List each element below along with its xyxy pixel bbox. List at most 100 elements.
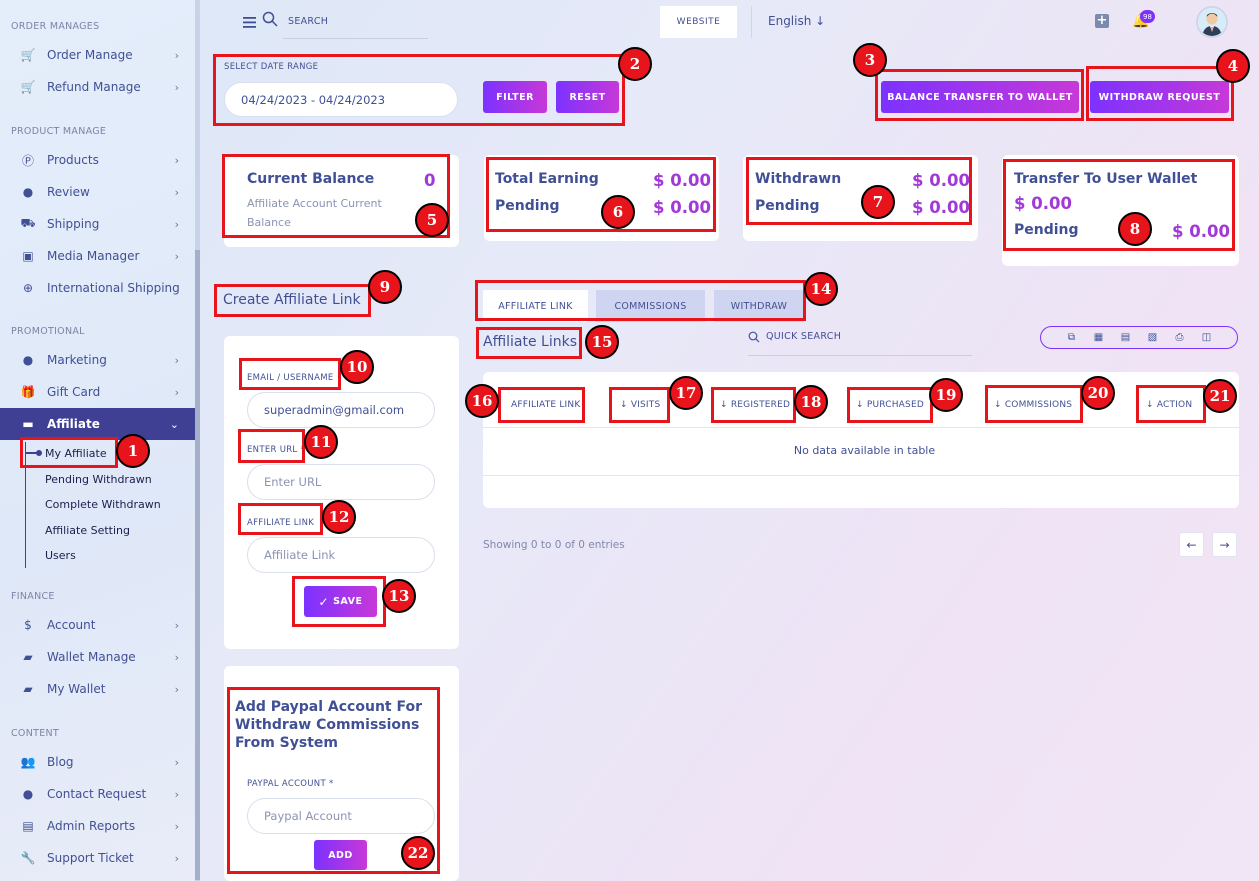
avatar[interactable]	[1196, 6, 1228, 38]
next-page-button[interactable]: →	[1212, 532, 1237, 557]
affiliate-links-table	[483, 372, 1239, 508]
reset-button[interactable]: RESET	[556, 81, 619, 113]
sidebar-item-gift-card[interactable]: 🎁Gift Card›	[0, 376, 195, 408]
sidebar-item-label: Marketing	[47, 353, 107, 367]
user-icon: ●	[22, 353, 34, 367]
print-icon[interactable]: ⎙	[1175, 332, 1184, 343]
sidebar-item-order-manage[interactable]: 🛒Order Manage›	[0, 39, 195, 71]
date-range-input[interactable]: 04/24/2023 - 04/24/2023	[224, 82, 458, 117]
chevron-right-icon: ›	[174, 353, 179, 367]
marker-3: 3	[853, 43, 887, 77]
image-icon: ▣	[22, 249, 34, 263]
transfer-pending-label: Pending	[1014, 222, 1079, 238]
col-commissions[interactable]: ↓ COMMISSIONS	[994, 400, 1072, 410]
report-icon: ▤	[22, 819, 34, 833]
copy-icon[interactable]: ⧉	[1067, 332, 1076, 343]
arrow-right-icon: →	[1219, 537, 1230, 552]
sidebar-item-label: Media Manager	[47, 249, 140, 263]
sub-item-my-affiliate[interactable]: My Affiliate	[45, 447, 107, 460]
chevron-right-icon: ›	[174, 650, 179, 664]
scrollbar-thumb[interactable]	[195, 250, 200, 880]
marker-4: 4	[1216, 49, 1250, 83]
save-button[interactable]: ✓SAVE	[304, 586, 377, 617]
search-input[interactable]: SEARCH	[288, 16, 329, 27]
sidebar-item-international-shipping[interactable]: ⊕International Shipping	[0, 272, 195, 304]
sidebar-item-marketing[interactable]: ● Marketing ›	[0, 344, 195, 376]
prev-page-button[interactable]: ←	[1179, 532, 1204, 557]
website-button[interactable]: WEBSITE	[660, 6, 737, 38]
globe-icon: ⊕	[22, 281, 34, 295]
balance-transfer-button[interactable]: BALANCE TRANSFER TO WALLET	[881, 81, 1079, 113]
withdrawn-value: $ 0.00	[912, 171, 970, 190]
sub-item-pending-withdrawn[interactable]: Pending Withdrawn	[45, 473, 152, 486]
sort-icon: ↓	[856, 400, 867, 410]
total-earning-card: Total Earning $ 0.00 Pending $ 0.00	[484, 155, 719, 241]
sidebar-item-support-ticket[interactable]: 🔧Support Ticket›	[0, 842, 195, 874]
col-registered[interactable]: ↓ REGISTERED	[720, 400, 790, 410]
sidebar-item-wallet-manage[interactable]: ▰Wallet Manage›	[0, 641, 195, 673]
create-link-title: Create Affiliate Link	[223, 292, 361, 308]
sort-icon: ↓	[994, 400, 1005, 410]
sidebar-item-label: Products	[47, 153, 99, 167]
marker-8: 8	[1118, 212, 1152, 246]
tab-commissions[interactable]: COMMISSIONS	[596, 290, 705, 322]
quick-search-input[interactable]: QUICK SEARCH	[766, 331, 842, 342]
search-icon	[748, 331, 760, 343]
hamburger-icon[interactable]	[242, 14, 258, 30]
col-purchased[interactable]: ↓ PURCHASED	[856, 400, 924, 410]
csv-icon[interactable]: ▤	[1120, 332, 1131, 343]
sub-item-affiliate-setting[interactable]: Affiliate Setting	[45, 524, 130, 537]
quick-search-underline	[748, 355, 972, 356]
plus-icon[interactable]: +	[1095, 13, 1109, 28]
chevron-right-icon: ›	[174, 819, 179, 833]
sidebar-item-review[interactable]: ●Review›	[0, 176, 195, 208]
language-select[interactable]: English ↓	[768, 14, 825, 28]
sidebar-item-shipping[interactable]: ⛟Shipping›	[0, 208, 195, 240]
sidebar-item-affiliate[interactable]: ▬Affiliate⌄	[0, 408, 195, 440]
sidebar-item-label: Gift Card	[47, 385, 101, 399]
total-earning-title: Total Earning	[495, 171, 599, 187]
sub-item-users[interactable]: Users	[45, 549, 76, 562]
sidebar-item-admin-reports[interactable]: ▤Admin Reports›	[0, 810, 195, 842]
marker-12: 12	[322, 500, 356, 534]
email-field[interactable]: superadmin@gmail.com	[247, 392, 435, 428]
marker-11: 11	[304, 425, 338, 459]
affiliate-link-input[interactable]: Affiliate Link	[247, 537, 435, 573]
sub-item-complete-withdrawn[interactable]: Complete Withdrawn	[45, 498, 161, 511]
tab-affiliate-link[interactable]: AFFILIATE LINK	[483, 290, 588, 322]
arrow-left-icon: ←	[1186, 537, 1197, 552]
col-visits[interactable]: ↓ VISITS	[620, 400, 660, 410]
submenu-line	[25, 442, 26, 568]
sidebar-item-contact-request[interactable]: ●Contact Request›	[0, 778, 195, 810]
pdf-icon[interactable]: ▧	[1147, 332, 1158, 343]
sidebar-item-my-wallet[interactable]: ▰My Wallet›	[0, 673, 195, 705]
col-action[interactable]: ↓ ACTION	[1146, 400, 1192, 410]
withdrawn-pending-value: $ 0.00	[912, 198, 970, 217]
notification-badge: 98	[1140, 10, 1155, 23]
withdrawn-pending-label: Pending	[755, 198, 820, 214]
tab-withdraw[interactable]: WITHDRAW	[714, 290, 804, 322]
add-button[interactable]: ADD	[314, 840, 367, 870]
paypal-input[interactable]: Paypal Account	[247, 798, 435, 834]
col-affiliate-link[interactable]: AFFILIATE LINK	[511, 400, 581, 410]
columns-icon[interactable]: ◫	[1201, 332, 1212, 343]
ticket-icon: ▬	[22, 417, 34, 431]
affiliate-link-label: AFFILIATE LINK	[247, 518, 315, 528]
sidebar-item-blog[interactable]: 👥Blog›	[0, 746, 195, 778]
sidebar-item-account[interactable]: $Account›	[0, 609, 195, 641]
col-label: VISITS	[630, 400, 661, 410]
marker-13: 13	[382, 579, 416, 613]
url-input[interactable]: Enter URL	[247, 464, 435, 500]
marker-10: 10	[340, 350, 374, 384]
filter-button[interactable]: FILTER	[483, 81, 547, 113]
sidebar-item-refund-manage[interactable]: 🛒Refund Manage›	[0, 71, 195, 103]
chevron-right-icon: ›	[174, 682, 179, 696]
users-icon: 👥	[20, 755, 36, 769]
withdraw-request-button[interactable]: WITHDRAW REQUEST	[1090, 81, 1229, 113]
excel-icon[interactable]: ▦	[1093, 332, 1104, 343]
marker-17: 17	[669, 376, 703, 410]
marker-20: 20	[1081, 376, 1115, 410]
sidebar-item-media-manager[interactable]: ▣Media Manager›	[0, 240, 195, 272]
sidebar-scrollbar[interactable]	[195, 0, 200, 881]
